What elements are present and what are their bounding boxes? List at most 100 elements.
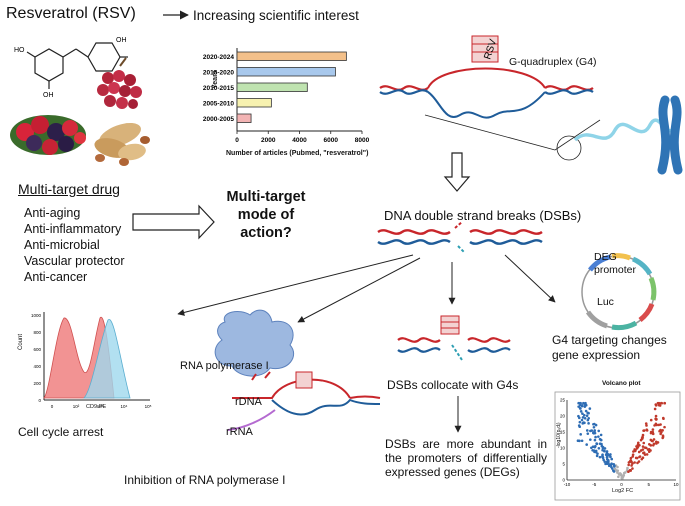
- flow-y-tick-label: 0: [38, 398, 41, 403]
- volcano-point: [595, 454, 599, 458]
- volcano-point: [591, 431, 595, 435]
- volcano-y-tick-label: 15: [560, 430, 566, 435]
- volcano-point: [609, 455, 612, 459]
- volcano-point: [589, 438, 592, 441]
- colocate-label: DSBs collocate with G4s: [387, 378, 519, 392]
- drug-item: Anti-cancer: [24, 270, 88, 284]
- volcano-point: [586, 411, 589, 415]
- volcano-point: [657, 401, 661, 405]
- flow-x-tick-label: 10²: [73, 404, 80, 409]
- volcano-point: [636, 461, 639, 465]
- volcano-point: [649, 418, 653, 422]
- chromosome-diagram: [556, 95, 683, 175]
- volcano-point: [587, 422, 590, 425]
- volcano-point: [645, 424, 648, 427]
- g4-targeting-label: G4 targeting changes gene expression: [552, 333, 667, 362]
- volcano-point: [576, 439, 580, 443]
- volcano-point: [631, 453, 635, 456]
- volcano-point: [598, 455, 602, 459]
- volcano-point: [640, 457, 644, 461]
- resveratrol-structure: [26, 42, 128, 89]
- volcano-point: [643, 453, 647, 456]
- volcano-x-tick-label: 5: [647, 482, 650, 487]
- volcano-point: [649, 430, 653, 434]
- chart-category-label: 2005-2010: [203, 101, 234, 108]
- volcano-point: [662, 417, 665, 421]
- volcano-point: [582, 401, 585, 405]
- moa-hollow-arrow: [132, 204, 215, 240]
- volcano-point: [649, 444, 653, 447]
- luc-label: Luc: [597, 296, 614, 308]
- flow-y-tick-label: 800: [33, 330, 41, 335]
- volcano-point: [608, 463, 612, 467]
- volcano-point: [585, 414, 589, 418]
- volcano-point: [579, 401, 582, 405]
- drug-item: Vascular protector: [24, 254, 125, 268]
- volcano-point: [644, 422, 648, 425]
- volcano-point: [581, 416, 585, 419]
- g4-quadruplex-icon: [471, 35, 499, 63]
- volcano-point: [577, 416, 581, 420]
- volcano-point: [589, 429, 592, 433]
- volcano-point: [637, 450, 641, 454]
- volcano-point: [645, 428, 649, 432]
- arrow-to-cell-cycle: [177, 254, 414, 316]
- volcano-point: [654, 403, 658, 406]
- volcano-point: [659, 432, 662, 436]
- chart-tick-label: 4000: [292, 137, 307, 144]
- chart-category-label: 2020-2024: [203, 54, 234, 61]
- volcano-point: [653, 407, 657, 411]
- flow-x-tick-label: 0: [51, 404, 54, 409]
- volcano-point: [655, 423, 658, 427]
- volcano-point: [651, 439, 654, 443]
- volcano-point: [659, 401, 663, 405]
- volcano-point: [641, 435, 644, 439]
- volcano-point: [651, 428, 655, 431]
- volcano-point: [638, 455, 642, 458]
- volcano-point: [635, 445, 638, 448]
- volcano-point: [578, 420, 582, 424]
- volcano-point: [604, 462, 607, 466]
- volcano-point: [642, 429, 645, 432]
- volcano-point: [622, 473, 626, 477]
- rrna-label: rRNA: [226, 426, 253, 438]
- volcano-x-tick-label: -5: [592, 482, 596, 487]
- volcano-x-tick-label: 0: [620, 482, 623, 487]
- volcano-point: [631, 467, 634, 470]
- volcano-point: [627, 463, 630, 467]
- flow-y-tick-label: 200: [33, 381, 41, 386]
- volcano-point: [661, 429, 664, 432]
- volcano-y-tick-label: 5: [562, 462, 565, 467]
- rna-polymerase-diagram: [214, 309, 381, 431]
- flow-x-label: CD9-PE: [86, 404, 107, 410]
- g4-dna-diagram: [379, 35, 601, 151]
- volcano-point: [651, 443, 655, 447]
- volcano-point: [620, 476, 624, 479]
- volcano-point: [593, 438, 597, 442]
- volcano-point: [653, 424, 656, 427]
- page-title: Resveratrol (RSV): [6, 5, 136, 22]
- chart-bar: [236, 51, 347, 61]
- plasmid-diagram: [581, 253, 657, 331]
- dsb-title: DNA double strand breaks (DSBs): [384, 208, 582, 223]
- volcano-point: [643, 446, 647, 449]
- page-subtitle: Increasing scientific interest: [193, 8, 359, 23]
- volcano-point: [599, 433, 603, 437]
- volcano-point: [585, 429, 589, 432]
- flow-y-label: Count: [18, 333, 24, 350]
- rdna-label: rDNA: [235, 396, 262, 408]
- inhibition-label: Inhibition of RNA polymerase I: [124, 473, 286, 487]
- volcano-point: [646, 448, 650, 451]
- volcano-point: [631, 462, 634, 465]
- oh-label-2: HO: [14, 47, 25, 54]
- volcano-point: [594, 435, 597, 439]
- flow-x-tick-label: 10⁵: [145, 404, 152, 409]
- volcano-point: [610, 457, 614, 461]
- volcano-point: [594, 423, 598, 427]
- volcano-point: [657, 403, 661, 407]
- volcano-point: [663, 425, 666, 429]
- volcano-point: [605, 451, 609, 455]
- chart-bar: [236, 82, 308, 92]
- polymerase-label: RNA polymerase I: [180, 360, 269, 372]
